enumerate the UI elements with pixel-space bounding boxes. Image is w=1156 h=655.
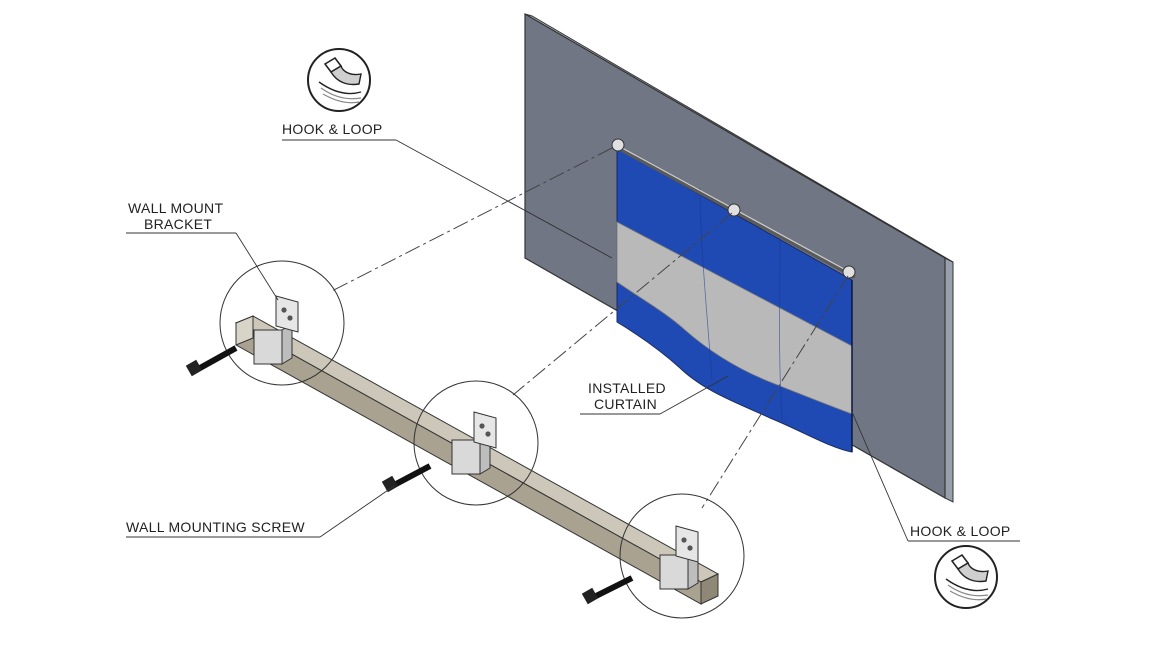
leader-lines xyxy=(126,139,1020,542)
screw-middle xyxy=(381,463,432,493)
label-hook-loop-bottom: HOOK & LOOP xyxy=(910,523,1011,539)
detail-circles xyxy=(219,260,745,619)
label-wall-mount-bracket-line2: BRACKET xyxy=(144,216,212,232)
hook-and-loop-icon xyxy=(307,48,371,112)
installed-curtain xyxy=(611,138,856,453)
bracket-left xyxy=(253,295,299,365)
label-hook-loop-top: HOOK & LOOP xyxy=(282,121,383,137)
hook-and-loop-icon xyxy=(934,545,998,609)
label-installed-curtain-line1: INSTALLED xyxy=(588,380,666,396)
bracket-right xyxy=(659,525,699,590)
label-installed-curtain-line2: CURTAIN xyxy=(594,396,657,412)
label-wall-mounting-screw: WALL MOUNTING SCREW xyxy=(126,519,305,535)
bracket-middle xyxy=(451,411,497,475)
alignment-lines xyxy=(329,147,849,509)
label-wall-mount-bracket-line1: WALL MOUNT xyxy=(128,200,223,216)
screw-right xyxy=(581,575,634,605)
screw-left xyxy=(185,345,238,377)
